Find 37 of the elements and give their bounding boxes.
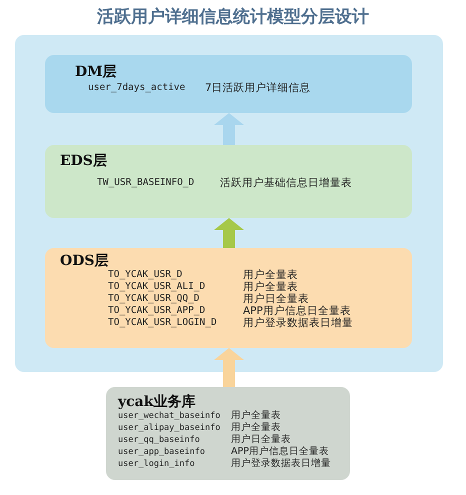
table-description: 用户登录数据表日增量 bbox=[243, 317, 353, 329]
table-description: APP用户信息日全量表 bbox=[231, 446, 329, 458]
layer-heading: EDS层 bbox=[60, 153, 107, 169]
table-name: TO_YCAK_USR_LOGIN_D bbox=[108, 317, 217, 329]
layer-heading: ODS层 bbox=[60, 253, 108, 269]
table-name: user_7days_active bbox=[88, 82, 186, 94]
container-panel bbox=[15, 35, 443, 372]
arrow bbox=[214, 113, 244, 145]
table-description: 用户日全量表 bbox=[243, 293, 309, 305]
diagram-title: 活跃用户详细信息统计模型分层设计 bbox=[96, 6, 370, 28]
layer-panel bbox=[45, 55, 412, 113]
layer-heading: DM层 bbox=[75, 64, 117, 80]
arrow bbox=[214, 218, 244, 248]
table-description: 用户全量表 bbox=[231, 410, 281, 422]
table-description: 用户登录数据表日增量 bbox=[231, 458, 331, 470]
table-description: 用户全量表 bbox=[231, 422, 281, 434]
table-description: 用户日全量表 bbox=[231, 434, 291, 446]
table-name: user_wechat_baseinfo bbox=[118, 410, 220, 422]
layer-heading: ycak业务库 bbox=[118, 394, 196, 410]
arrow bbox=[214, 348, 244, 387]
table-name: TO_YCAK_USR_D bbox=[108, 269, 182, 281]
table-description: 7日活跃用户详细信息 bbox=[205, 82, 311, 94]
table-name: TO_YCAK_USR_ALI_D bbox=[108, 281, 206, 293]
table-name: user_qq_baseinfo bbox=[118, 434, 200, 446]
table-name: user_alipay_baseinfo bbox=[118, 422, 220, 434]
layer-panel bbox=[45, 145, 412, 218]
table-name: TW_USR_BASEINFO_D bbox=[97, 177, 194, 189]
table-description: 活跃用户基础信息日增量表 bbox=[220, 177, 352, 189]
layer-panel bbox=[45, 248, 412, 348]
table-description: APP用户信息日全量表 bbox=[243, 305, 351, 317]
table-description: 用户全量表 bbox=[243, 281, 298, 293]
table-name: user_app_baseinfo bbox=[118, 446, 205, 458]
table-description: 用户全量表 bbox=[243, 269, 298, 281]
table-name: TO_YCAK_USR_APP_D bbox=[108, 305, 206, 317]
table-name: TO_YCAK_USR_QQ_D bbox=[108, 293, 200, 305]
layer-panel bbox=[106, 387, 350, 480]
table-name: user_login_info bbox=[118, 458, 195, 470]
